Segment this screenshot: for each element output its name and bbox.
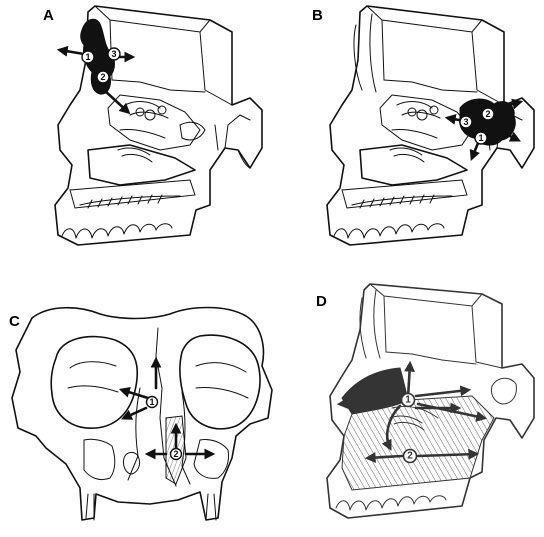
marker-2: 2: [482, 108, 494, 120]
panel-d: D 1 2: [272, 268, 544, 536]
marker-label: 2: [173, 449, 178, 459]
marker-label: 3: [463, 117, 468, 127]
marker-label: 3: [111, 49, 116, 59]
marker-label: 2: [485, 109, 490, 119]
skull-lateral-drawing-a: 1 3 2: [0, 0, 272, 268]
panel-a: A 1 3 2: [0, 0, 272, 268]
skull-lateral-drawing-d: 1 2: [272, 268, 544, 536]
panel-c: C 1 2: [0, 268, 272, 536]
marker-label: 2: [407, 451, 413, 462]
marker-1: 1: [147, 397, 158, 408]
marker-1: 1: [82, 51, 94, 63]
marker-3: 3: [460, 116, 472, 128]
marker-3: 3: [108, 48, 120, 60]
marker-1: 1: [402, 394, 415, 407]
marker-2: 2: [171, 449, 182, 460]
marker-label: 1: [405, 395, 411, 406]
skull-frontal-drawing-c: 1 2: [0, 268, 272, 536]
marker-label: 1: [478, 133, 483, 143]
skull-lateral-drawing-b: 2 3 1: [272, 0, 544, 268]
panel-b: B 2 3 1: [272, 0, 544, 268]
marker-label: 2: [100, 72, 105, 82]
marker-label: 1: [85, 52, 90, 62]
marker-2: 2: [97, 71, 109, 83]
marker-1: 1: [475, 132, 487, 144]
marker-label: 1: [149, 397, 154, 407]
marker-2: 2: [404, 450, 417, 463]
